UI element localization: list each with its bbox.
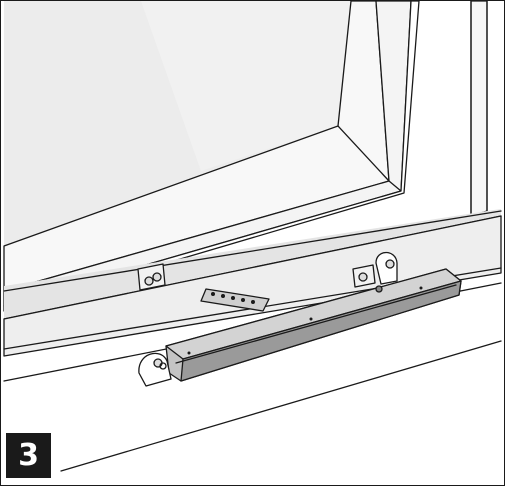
bracket bbox=[137, 263, 166, 291]
step-number-badge: 3 bbox=[6, 433, 51, 478]
window-sash bbox=[3, 1, 502, 472]
actuator-end-bracket bbox=[138, 352, 172, 387]
chain-actuator bbox=[165, 268, 462, 382]
chain-actuator-rail bbox=[200, 288, 270, 312]
bracket-right bbox=[352, 251, 398, 288]
